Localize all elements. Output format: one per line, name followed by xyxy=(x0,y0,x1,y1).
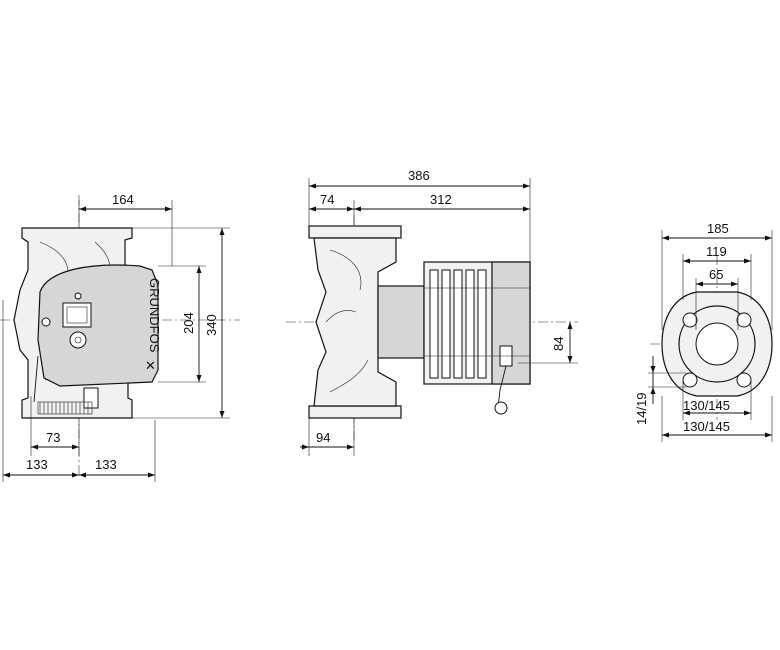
arrow-340-t xyxy=(219,228,225,235)
fin-5 xyxy=(477,269,487,379)
front-control-button-inner xyxy=(74,336,82,344)
side-view: 386 74 312 84 94 xyxy=(286,168,578,456)
fin-2 xyxy=(441,269,451,379)
side-motor-neck xyxy=(377,285,425,359)
front-brand-lettering: GRUNDFOS xyxy=(147,278,162,353)
dim-14-19: 14/19 xyxy=(634,392,649,425)
front-terminal-strip xyxy=(37,401,93,415)
dim-94: 94 xyxy=(316,430,330,445)
arrow-94-l xyxy=(302,444,309,450)
dim-185: 185 xyxy=(707,221,729,236)
dim-119: 119 xyxy=(706,244,727,259)
dim-130-145-a: 130/145 xyxy=(683,398,730,413)
arrow-65-r xyxy=(731,281,738,287)
side-pump-housing xyxy=(313,237,397,407)
dim-84: 84 xyxy=(551,337,566,351)
front-terminal-hatch xyxy=(39,402,89,414)
arrow-74-l xyxy=(309,206,316,212)
front-power-lead xyxy=(33,355,39,403)
flange-bore xyxy=(695,322,739,366)
arrow-pcd2-l xyxy=(662,432,669,438)
flange-bolt-hole-bl xyxy=(682,372,698,388)
side-motor-ridge xyxy=(424,287,530,357)
side-cooling-fins xyxy=(429,269,487,379)
flange-view: 185 119 65 14/19 130/145 xyxy=(634,221,775,442)
dim-204: 204 xyxy=(181,312,196,334)
arrow-340-b xyxy=(219,411,225,418)
flange-bolt-hole-tl xyxy=(682,312,698,328)
arrow-133-m1 xyxy=(72,472,79,478)
dim-73: 73 xyxy=(46,430,60,445)
dim-312: 312 xyxy=(430,192,452,207)
fin-1 xyxy=(429,269,439,379)
arrow-pcd2-r xyxy=(765,432,772,438)
arrow-94-r xyxy=(347,444,354,450)
dim-340: 340 xyxy=(204,314,219,336)
front-cable-gland xyxy=(83,387,99,409)
front-status-led xyxy=(74,292,82,300)
front-control-box xyxy=(37,264,159,387)
side-bottom-flange xyxy=(308,405,402,419)
dim-164: 164 xyxy=(112,192,134,207)
arrow-74-r xyxy=(347,206,354,212)
arrow-84-b xyxy=(567,356,573,363)
side-housing-swirl xyxy=(325,249,369,393)
arrow-1419-b xyxy=(650,387,656,394)
arrow-119-l xyxy=(683,258,690,264)
dim-130-145-b: 130/145 xyxy=(683,419,730,434)
arrow-164-r xyxy=(165,206,172,212)
dim-133-left: 133 xyxy=(26,457,48,472)
arrow-164-l xyxy=(79,206,86,212)
arrow-73-l xyxy=(31,444,38,450)
arrow-pcd1-l xyxy=(683,410,690,416)
dim-65: 65 xyxy=(709,267,723,282)
arrow-73-r xyxy=(72,444,79,450)
fin-4 xyxy=(465,269,475,379)
arrow-133-r xyxy=(148,472,155,478)
arrow-386-l xyxy=(309,183,316,189)
arrow-133-l xyxy=(3,472,10,478)
arrow-312-l xyxy=(354,206,361,212)
arrow-119-r xyxy=(744,258,751,264)
fin-3 xyxy=(453,269,463,379)
dim-386: 386 xyxy=(408,168,430,183)
arrow-pcd1-r xyxy=(744,410,751,416)
arrow-1419-t xyxy=(650,366,656,373)
flange-bolt-hole-tr xyxy=(736,312,752,328)
dim-74: 74 xyxy=(320,192,334,207)
arrow-204-t xyxy=(196,266,202,273)
arrow-84-t xyxy=(567,322,573,329)
front-display-inner xyxy=(66,306,88,324)
side-cable-plug xyxy=(494,401,508,415)
flange-bolt-hole-br xyxy=(736,372,752,388)
arrow-185-r xyxy=(765,235,772,241)
front-small-knob xyxy=(41,317,51,327)
arrow-386-r xyxy=(523,183,530,189)
arrow-133-m2 xyxy=(79,472,86,478)
dim-133-right: 133 xyxy=(95,457,117,472)
arrow-204-b xyxy=(196,375,202,382)
arrow-65-l xyxy=(696,281,703,287)
side-top-flange xyxy=(308,225,402,239)
front-control-button xyxy=(69,331,87,349)
front-view: GRUNDFOS ✕ 164 204 340 73 xyxy=(0,192,240,482)
front-logo-x: ✕ xyxy=(145,358,156,373)
arrow-185-l xyxy=(662,235,669,241)
arrow-312-r xyxy=(523,206,530,212)
